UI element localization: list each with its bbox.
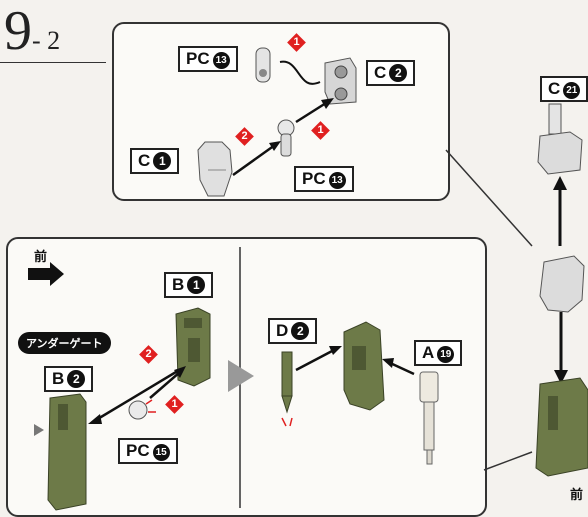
body-green-part (344, 322, 384, 410)
panel-connector-line (484, 452, 532, 470)
gate-marker-icon (34, 424, 44, 436)
label-text: PC (302, 169, 326, 188)
label-text: PC (126, 441, 150, 460)
front-label-top: 前 (34, 246, 47, 265)
label-number: 13 (329, 172, 346, 189)
badge-text: 1 (166, 396, 183, 413)
badge-text: 2 (140, 346, 157, 363)
c2-part (325, 58, 356, 104)
front-arrow-icon (28, 262, 64, 286)
step-badge-1-bottom: 1 (166, 396, 183, 413)
b2-part (48, 394, 86, 510)
badge-text: 2 (236, 128, 253, 145)
connection-curve (280, 62, 320, 84)
step-badge-2-mid: 2 (236, 128, 253, 145)
label-number: 2 (67, 370, 85, 388)
arrow-d2-to-body (296, 350, 334, 370)
label-text: C (374, 63, 386, 82)
step-badge-1-top: 1 (288, 34, 305, 51)
a19-part (420, 372, 438, 464)
step-badge-2-bottom: 2 (140, 346, 157, 363)
label-number: 15 (153, 444, 170, 461)
label-text: A (422, 343, 434, 362)
arrow-c1-to-pc13 (233, 145, 275, 175)
label-text: B (52, 369, 64, 388)
assembled-leg-part (536, 378, 588, 476)
front-label-bottom: 前 (570, 484, 583, 503)
next-step-arrow (228, 360, 254, 392)
step-badge-1-mid: 1 (312, 122, 329, 139)
pc13-part-mid (278, 120, 294, 156)
assembled-shoulder-part (540, 256, 584, 312)
label-number: 13 (213, 52, 230, 69)
label-text: B (172, 275, 184, 294)
label-number: 19 (437, 346, 454, 363)
panel-connector-line (446, 150, 532, 246)
label-text: PC (186, 49, 210, 68)
badge-text: 1 (288, 34, 305, 51)
d2-part (282, 352, 292, 426)
arrow-pc13-to-c2 (296, 103, 326, 122)
label-number: 1 (153, 152, 171, 170)
label-text: C (138, 151, 150, 170)
pc13-part-top (256, 48, 270, 82)
label-number: 2 (291, 322, 309, 340)
label-number: 21 (563, 82, 580, 99)
c21-part (538, 104, 582, 174)
label-text: C (548, 79, 560, 98)
c1-part (198, 142, 232, 196)
pc15-part (129, 400, 156, 419)
badge-text: 1 (312, 122, 329, 139)
label-text: D (276, 321, 288, 340)
under-gate-tag: アンダーゲート (18, 332, 111, 354)
label-number: 1 (187, 276, 205, 294)
label-number: 2 (389, 64, 407, 82)
